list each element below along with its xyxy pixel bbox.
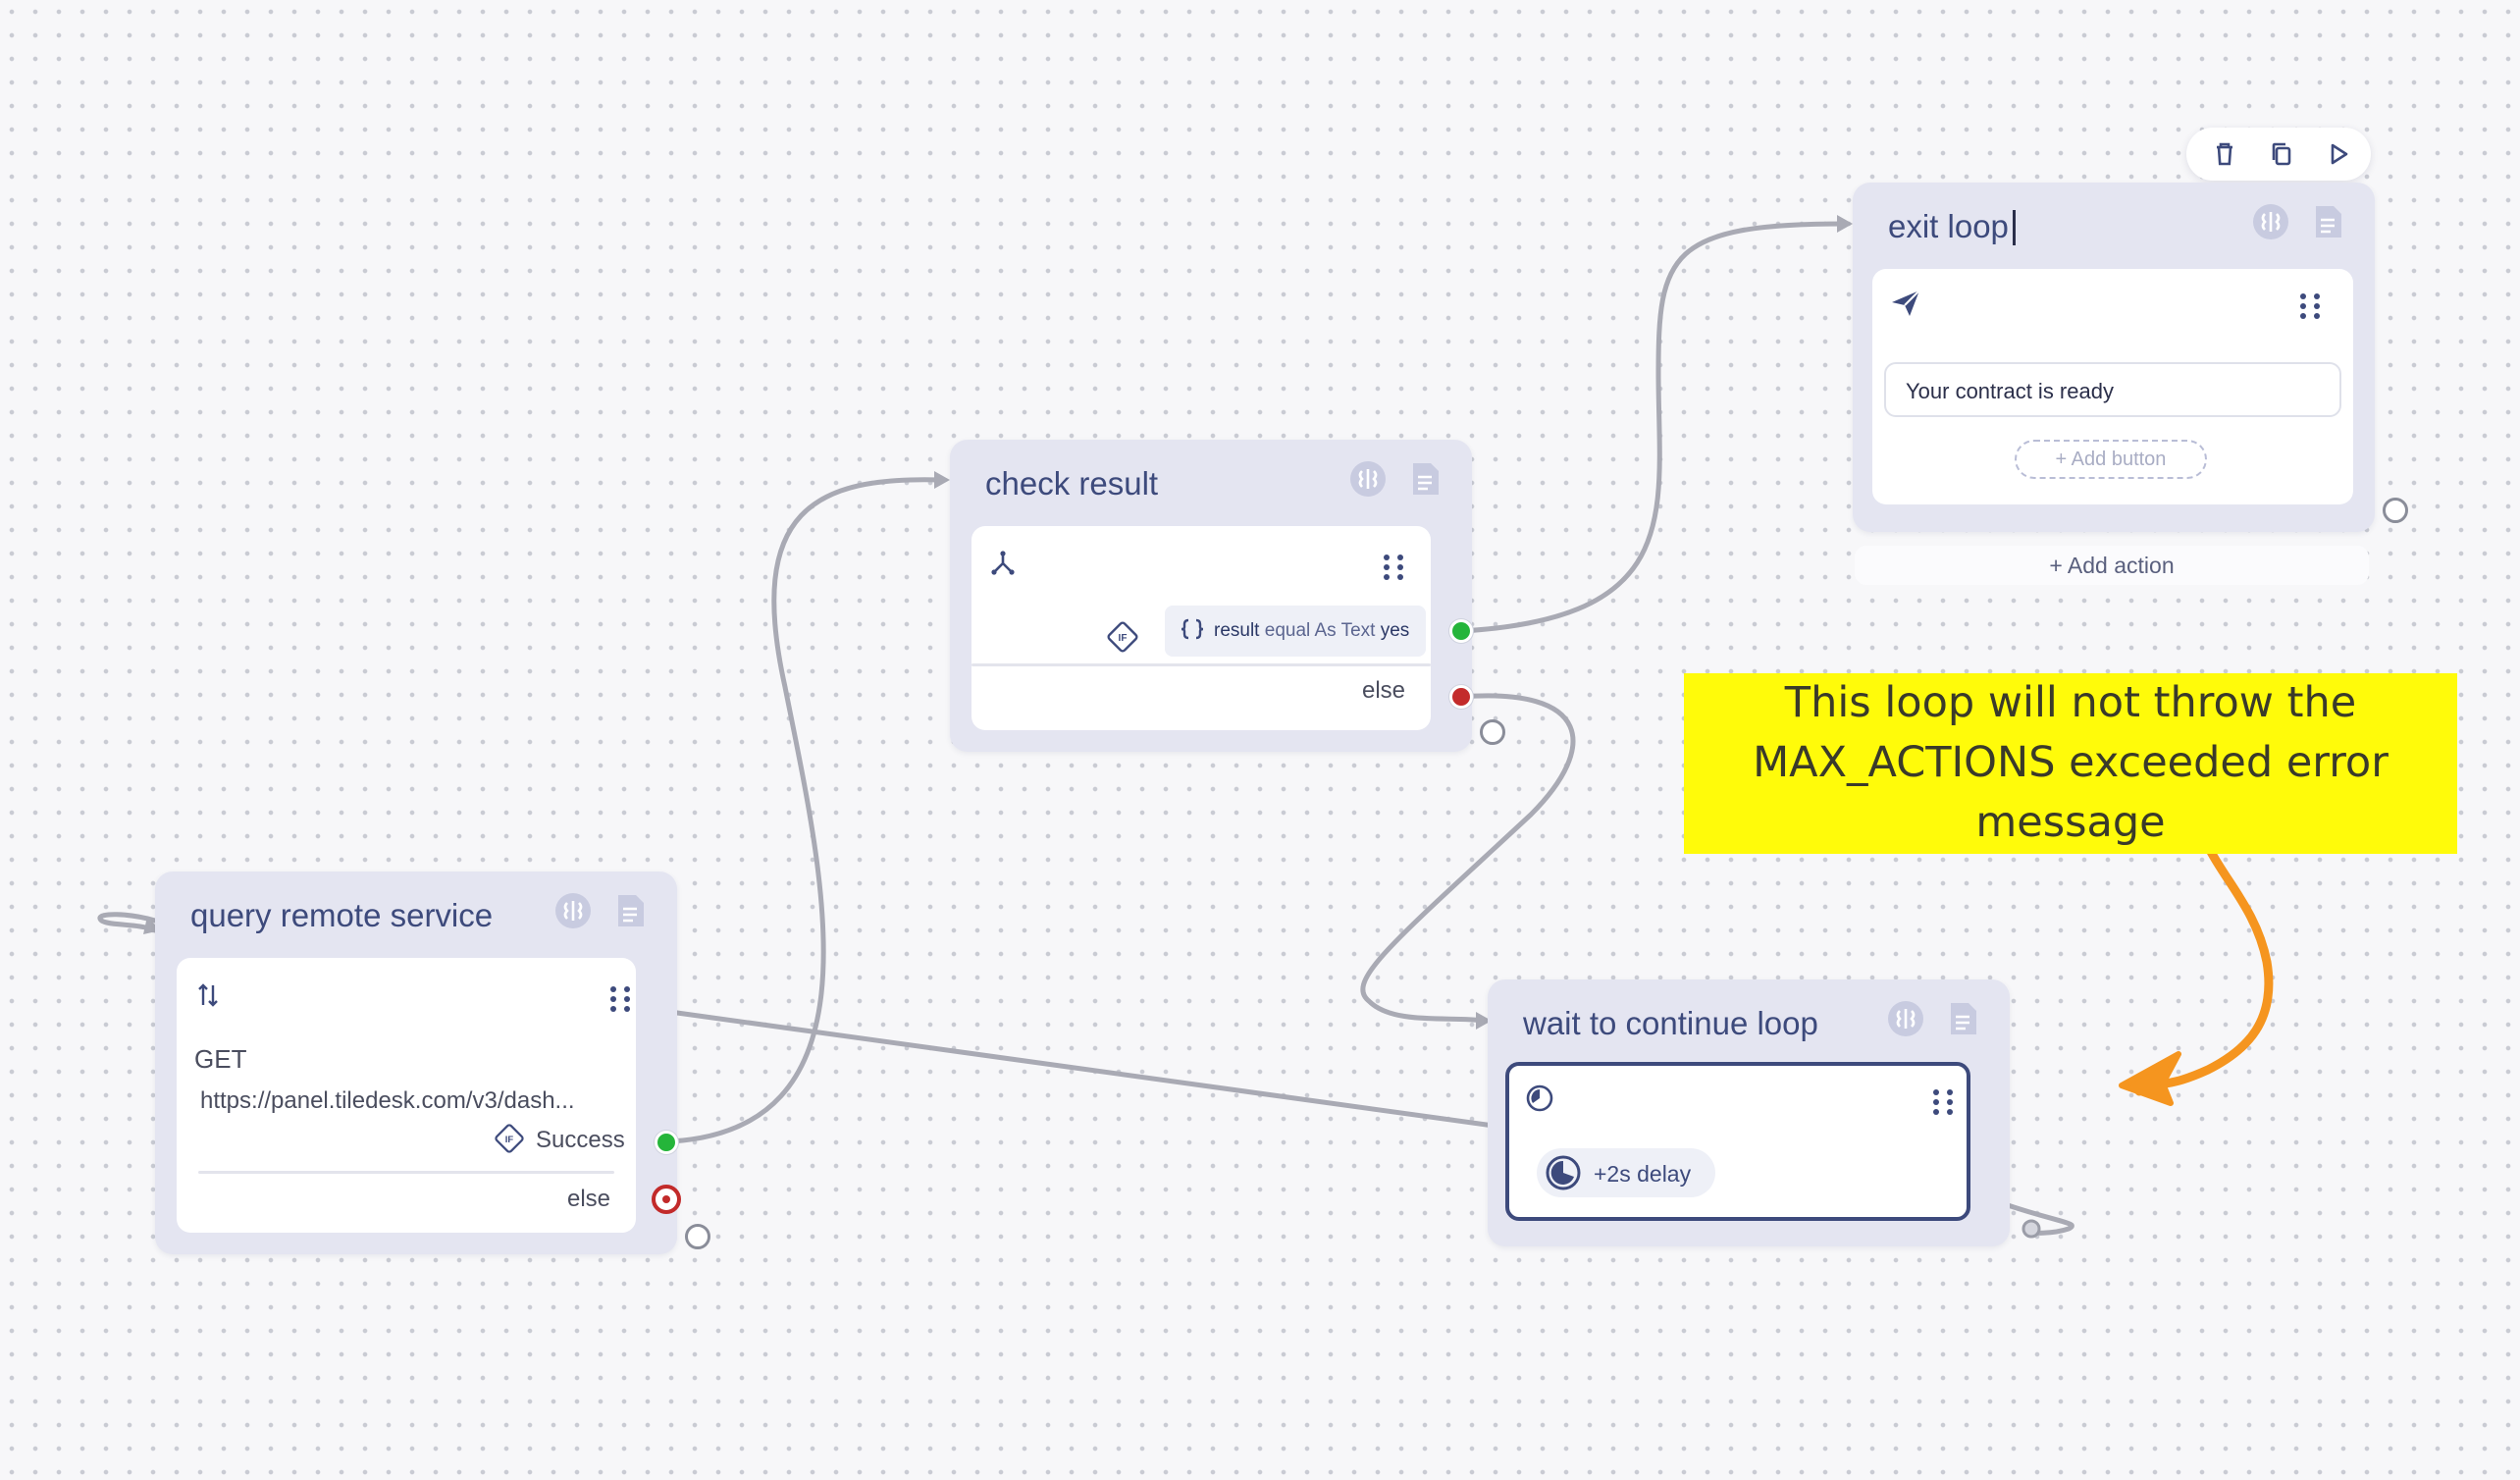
port-condition-else[interactable]	[1449, 685, 1473, 709]
play-icon[interactable]	[2322, 137, 2355, 171]
note-line-1: This loop will not throw the	[1784, 678, 2357, 727]
port-else-connected[interactable]	[652, 1185, 681, 1214]
block-toolbar	[2186, 128, 2371, 181]
add-button[interactable]: + Add button	[2015, 440, 2207, 479]
block-title[interactable]: wait to continue loop	[1523, 1005, 1818, 1041]
arrowhead-exit-loop	[1837, 215, 1853, 233]
success-label: Success	[536, 1127, 625, 1153]
port-query-out[interactable]	[685, 1224, 710, 1249]
drag-handle-icon[interactable]	[1933, 1089, 1955, 1119]
condition-chip[interactable]: result equal As Text yes	[1165, 606, 1426, 657]
notes-icon[interactable]	[2308, 202, 2347, 241]
connector-check-true-to-exit-loop	[1458, 221, 1848, 634]
else-label: else	[566, 1186, 610, 1212]
block-check-result[interactable]: check result IF else	[950, 440, 1472, 752]
condition-operand-left: result	[1214, 620, 1265, 641]
svg-text:IF: IF	[505, 1135, 514, 1145]
port-success[interactable]	[655, 1131, 678, 1154]
add-action-button[interactable]: + Add action	[1855, 546, 2369, 585]
svg-text:IF: IF	[1119, 633, 1128, 644]
braces-icon	[1179, 615, 1206, 649]
if-diamond-icon: IF	[1105, 619, 1140, 660]
annotation-arrowhead	[2119, 1051, 2181, 1106]
drag-handle-icon[interactable]	[610, 986, 632, 1016]
delay-label: +2s delay	[1594, 1161, 1692, 1187]
connector-success-to-check-result	[668, 477, 945, 1144]
connector-check-else-to-wait	[1360, 693, 1576, 1024]
http-method: GET	[194, 1044, 247, 1074]
timer-icon	[1545, 1154, 1582, 1197]
ai-brain-icon[interactable]	[2251, 202, 2290, 241]
delay-chip[interactable]: +2s delay	[1537, 1148, 1715, 1197]
copy-icon[interactable]	[2265, 137, 2298, 171]
drag-handle-icon[interactable]	[1384, 555, 1405, 584]
annotation-arrow	[2134, 845, 2274, 1096]
block-title[interactable]: exit loop	[1888, 208, 2009, 244]
block-title[interactable]: query remote service	[190, 897, 494, 933]
text-cursor	[2013, 210, 2016, 245]
note-line-2: MAX_ACTIONS exceeded error	[1753, 738, 2389, 787]
connector-incoming-query	[97, 912, 158, 933]
note-line-3: message	[1975, 798, 2166, 847]
ai-brain-icon[interactable]	[553, 891, 593, 930]
block-exit-loop[interactable]: exit loop	[1853, 183, 2375, 532]
ai-brain-icon[interactable]	[1348, 459, 1388, 499]
port-condition-true[interactable]	[1449, 619, 1473, 643]
condition-operand-right: yes	[1380, 620, 1410, 641]
port-exit-loop-out[interactable]	[2383, 498, 2408, 523]
request-url: https://panel.tiledesk.com/v3/dash...	[200, 1087, 575, 1114]
block-wait-to-continue-loop[interactable]: wait to continue loop	[1488, 979, 2010, 1246]
notes-icon[interactable]	[1943, 999, 1982, 1038]
arrowhead-wait	[1476, 1012, 1492, 1030]
condition-icon	[989, 550, 1017, 582]
send-icon	[1890, 289, 1921, 323]
connector-query-to-wait	[674, 1010, 1496, 1129]
webrequest-icon	[196, 981, 220, 1014]
action-card-web-request[interactable]: GET https://panel.tiledesk.com/v3/dash..…	[177, 958, 636, 1233]
port-wait-out	[2021, 1219, 2041, 1239]
if-diamond-icon: IF	[493, 1122, 526, 1160]
block-title[interactable]: check result	[985, 465, 1159, 502]
notes-icon[interactable]	[610, 891, 650, 930]
else-label: else	[1361, 677, 1405, 704]
clock-icon	[1525, 1084, 1554, 1118]
annotation-note: This loop will not throw the MAX_ACTIONS…	[1684, 673, 2457, 854]
arrowhead-check-result	[934, 471, 950, 489]
trash-icon[interactable]	[2208, 137, 2241, 171]
ai-brain-icon[interactable]	[1886, 999, 1925, 1038]
condition-operator: equal As Text	[1264, 620, 1381, 641]
block-query-remote-service[interactable]: query remote service GET https://panel.t…	[155, 872, 677, 1254]
drag-handle-icon[interactable]	[2300, 293, 2322, 323]
port-check-result-out[interactable]	[1480, 719, 1505, 745]
divider	[198, 1171, 614, 1174]
divider	[971, 663, 1431, 666]
message-text-field[interactable]: Your contract is ready	[1884, 362, 2341, 417]
notes-icon[interactable]	[1405, 459, 1444, 499]
